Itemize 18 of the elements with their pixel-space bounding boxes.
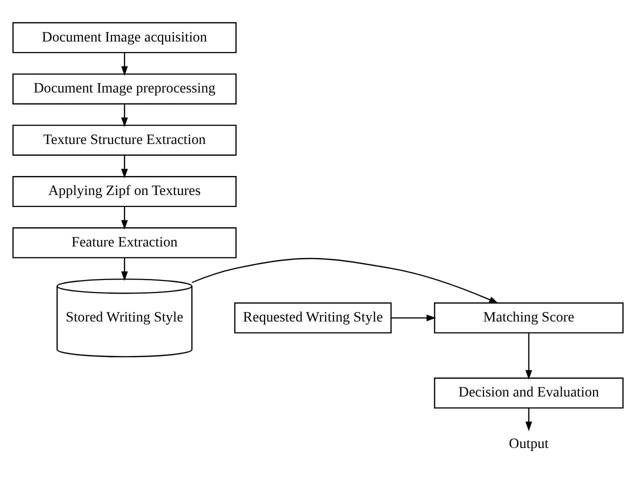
node-box: Feature Extraction xyxy=(12,226,237,258)
arrow xyxy=(121,206,128,230)
arrow xyxy=(121,154,128,178)
arrow xyxy=(525,332,532,380)
node-box: Applying Zipf on Textures xyxy=(12,176,237,207)
node-box: Decision and Evaluation xyxy=(434,377,624,408)
arrow xyxy=(391,314,436,321)
node-box: Texture Structure Extraction xyxy=(12,124,237,156)
arrow xyxy=(121,258,128,280)
node-box: Document Image preprocessing xyxy=(12,72,237,104)
node-box: Matching Score xyxy=(434,302,624,333)
node-box: Document Image acquisition xyxy=(12,22,237,53)
arrow xyxy=(192,257,499,304)
node-box: Requested Writing Style xyxy=(234,302,392,333)
arrow xyxy=(121,52,128,76)
arrow xyxy=(525,408,532,431)
node-text: Output xyxy=(508,436,549,452)
arrow xyxy=(121,104,128,127)
